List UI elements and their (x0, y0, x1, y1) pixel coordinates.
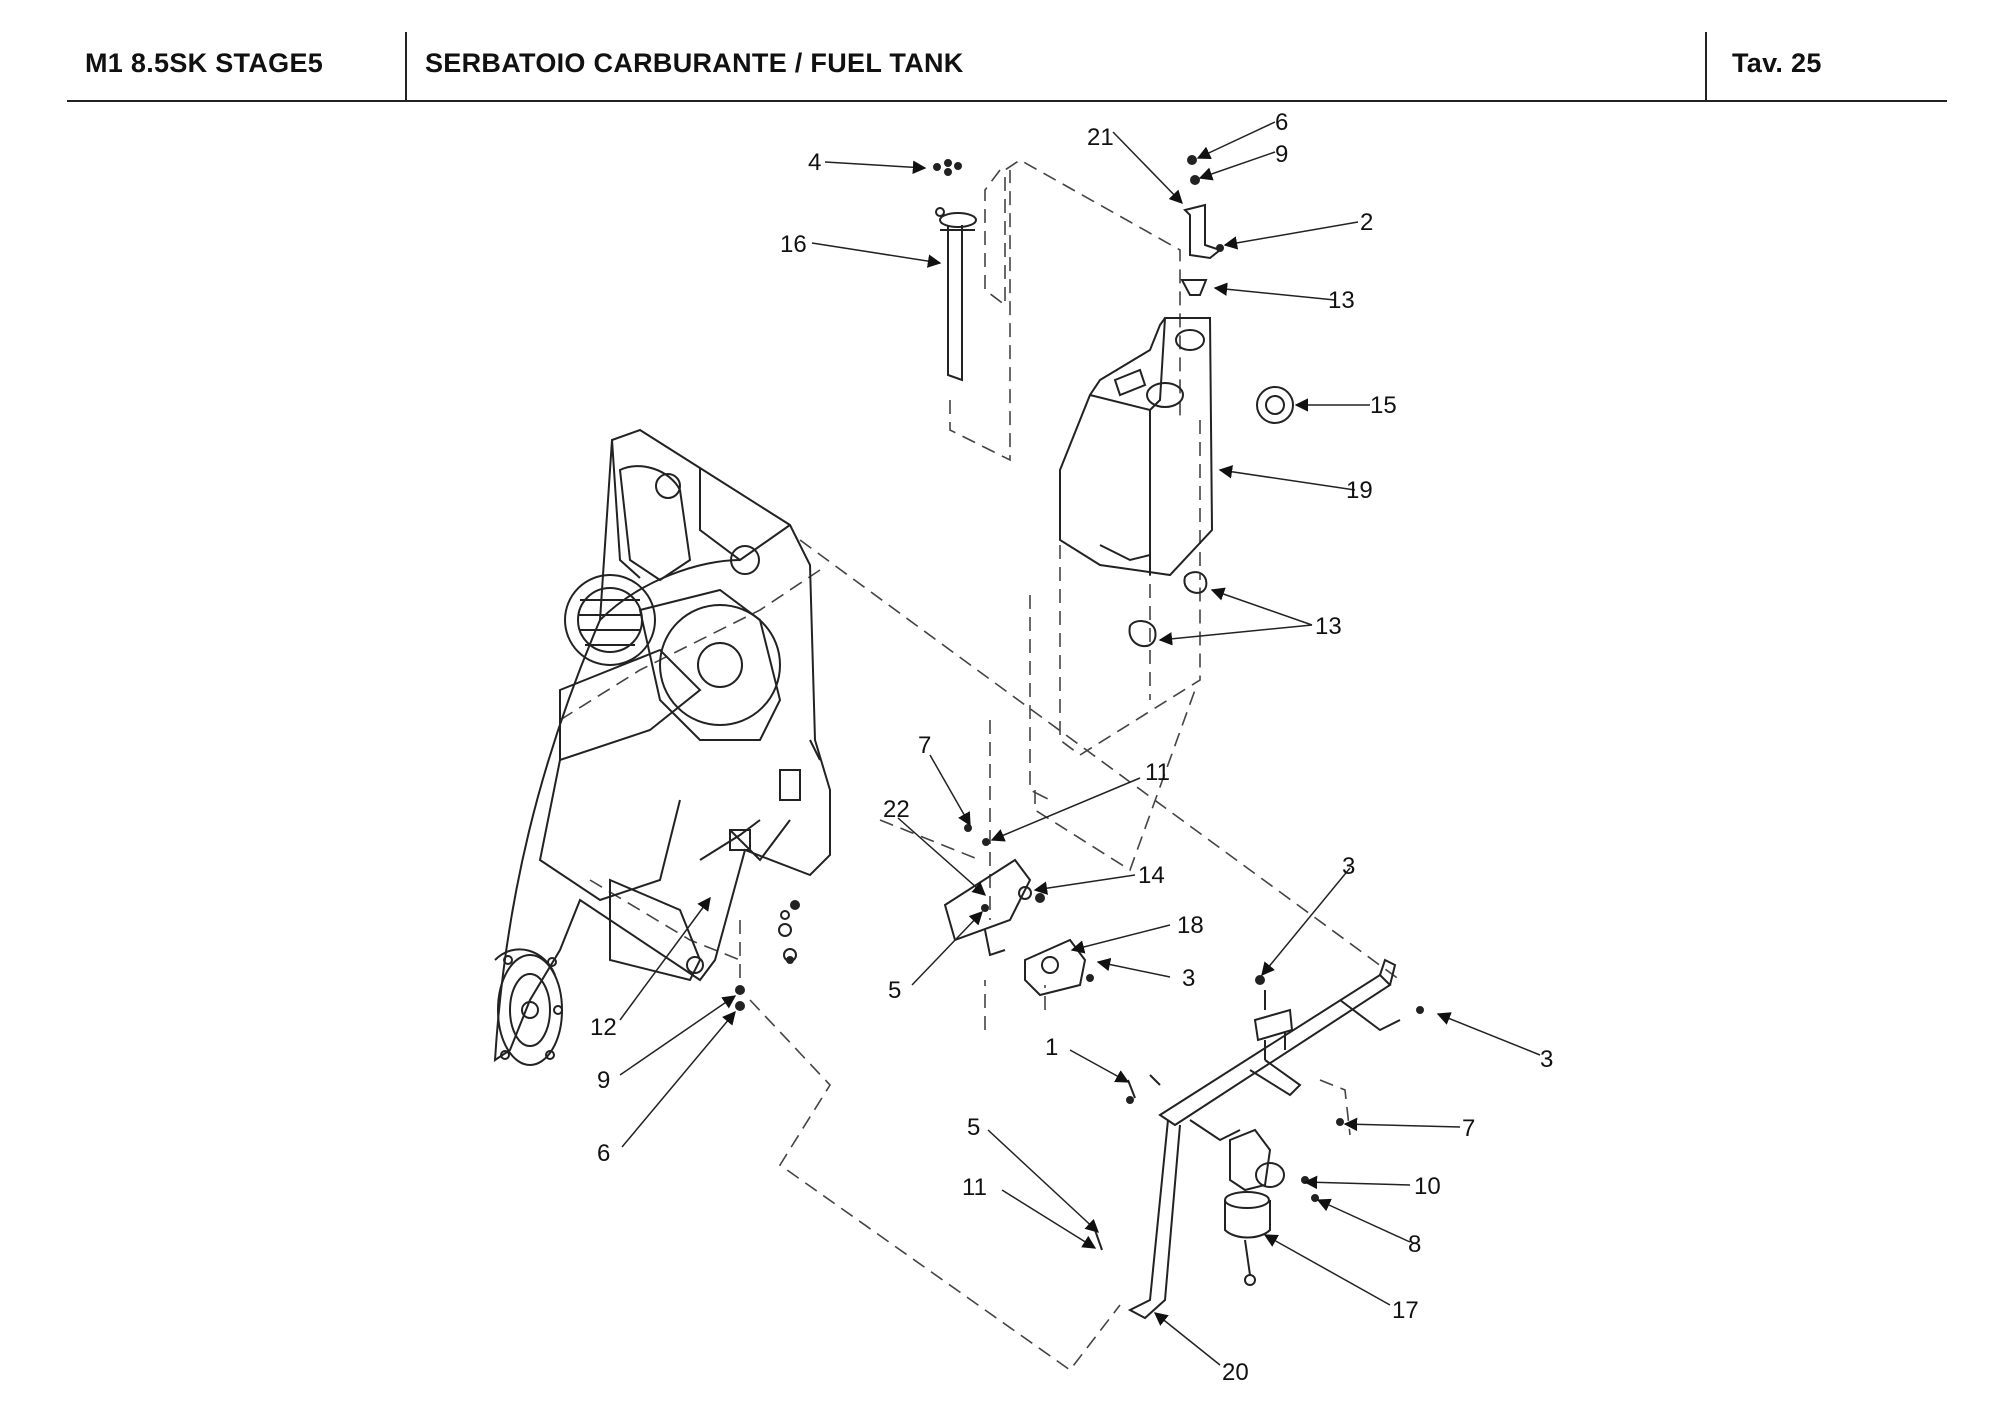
callout-3: 3 (1540, 1046, 1553, 1073)
callout-14: 14 (1138, 862, 1165, 889)
callout-9: 9 (597, 1067, 610, 1094)
page-title: SERBATOIO CARBURANTE / FUEL TANK (425, 48, 964, 78)
callout-labels: 4 16 21 6 9 2 13 15 19 13 7 11 22 14 18 … (590, 109, 1553, 1386)
callout-9: 9 (1275, 141, 1288, 168)
callout-20: 20 (1222, 1359, 1249, 1386)
callout-6: 6 (1275, 109, 1288, 136)
fuel-cap (1256, 386, 1294, 424)
header-divider (405, 32, 407, 102)
callout-16: 16 (780, 231, 807, 258)
callout-10: 10 (1414, 1173, 1441, 1200)
rubber-pads (1128, 279, 1208, 647)
callout-1: 1 (1045, 1034, 1058, 1061)
wheel-hub (494, 948, 563, 1066)
callout-13: 13 (1315, 613, 1342, 640)
fuel-tank (1059, 317, 1214, 577)
callout-8: 8 (1408, 1231, 1421, 1258)
bolt-nut-set (1187, 155, 1224, 252)
engine-frame-assembly (493, 428, 831, 1062)
model-code: M1 8.5SK STAGE5 (85, 48, 324, 78)
callout-19: 19 (1346, 477, 1373, 504)
callout-5: 5 (967, 1114, 980, 1141)
callout-13: 13 (1328, 287, 1355, 314)
fuel-level-sender (935, 207, 977, 382)
callout-12: 12 (590, 1014, 617, 1041)
callout-7: 7 (918, 732, 931, 759)
callout-11: 11 (962, 1174, 987, 1201)
bolt (1094, 1074, 1161, 1251)
support-frame (1127, 958, 1401, 1320)
fuel-pump (1024, 938, 1094, 997)
header-divider (1705, 32, 1707, 102)
assembly-dashed-lines (559, 159, 1401, 1372)
page-header: M1 8.5SK STAGE5 SERBATOIO CARBURANTE / F… (0, 0, 2000, 105)
callout-15: 15 (1370, 392, 1397, 419)
tank-bracket (1183, 203, 1223, 260)
table-number: Tav. 25 (1732, 48, 1822, 78)
callout-4: 4 (808, 149, 821, 176)
callout-18: 18 (1177, 912, 1204, 939)
callout-6: 6 (597, 1140, 610, 1167)
callout-11: 11 (1145, 759, 1170, 786)
callout-21: 21 (1087, 124, 1114, 151)
callout-7: 7 (1462, 1115, 1475, 1142)
fuel-filter (1224, 1128, 1285, 1286)
callout-17: 17 (1392, 1297, 1419, 1324)
leader-lines (619, 121, 1541, 1366)
cover-plate (943, 858, 1032, 957)
header-rule (67, 100, 1947, 102)
callout-22: 22 (883, 796, 910, 823)
callout-3: 3 (1182, 965, 1195, 992)
callout-2: 2 (1360, 209, 1373, 236)
callout-3: 3 (1342, 853, 1355, 880)
callout-5: 5 (888, 977, 901, 1004)
screws (933, 159, 962, 176)
